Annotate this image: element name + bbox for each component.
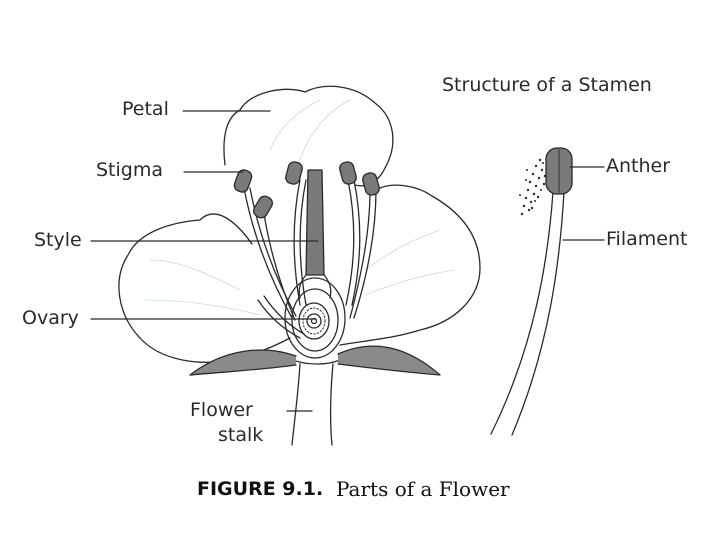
left-sepal [189, 349, 297, 376]
style-column [305, 169, 325, 276]
right-sepal [337, 345, 441, 376]
anther-head [362, 172, 380, 196]
ovary-wall [284, 277, 346, 359]
label-stigma: Stigma [96, 159, 164, 181]
anther-head [285, 161, 303, 185]
upper-petal [223, 85, 394, 187]
anther-head [233, 169, 253, 193]
anther-head [339, 161, 357, 185]
label-filament: Filament [606, 228, 688, 250]
caption-text: Parts of a Flower [336, 477, 510, 501]
label-petal: Petal [122, 98, 169, 120]
label-anther: Anther [606, 155, 671, 177]
anther-head [252, 195, 274, 219]
label-flower-stalk-line2: stalk [218, 424, 264, 446]
left-petal [118, 213, 291, 363]
flower-stalk [291, 363, 301, 446]
label-ovary: Ovary [22, 307, 79, 329]
stamen-title: Structure of a Stamen [442, 74, 652, 96]
label-flower-stalk-line1: Flower [190, 399, 253, 421]
right-petal [339, 184, 481, 346]
pollen-dots [519, 158, 547, 216]
label-style: Style [34, 229, 82, 251]
stamen-filament [490, 191, 554, 435]
caption-figure-number: FIGURE 9.1. [197, 478, 324, 500]
